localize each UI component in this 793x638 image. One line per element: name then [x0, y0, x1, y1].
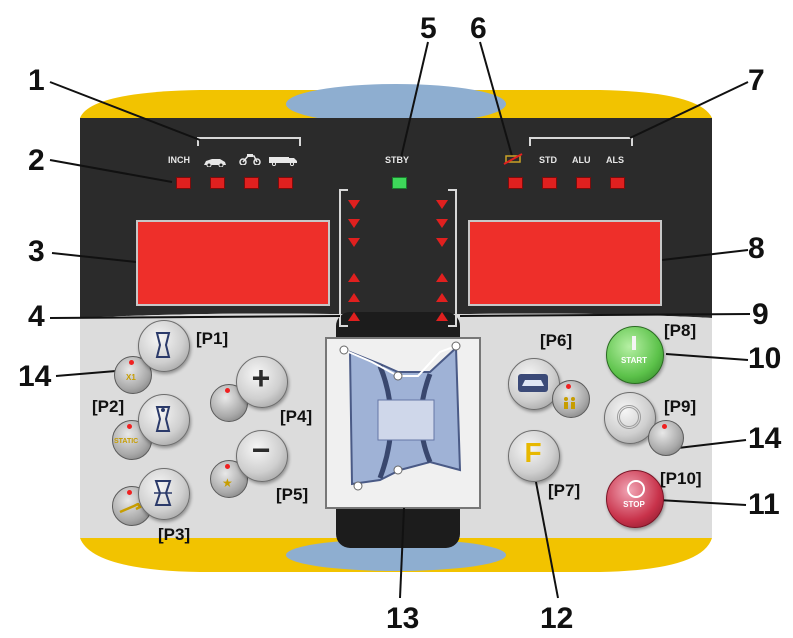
- stop-ring-icon: [627, 480, 645, 498]
- led-weight: [508, 177, 523, 189]
- star-icon: ★: [222, 476, 233, 490]
- x1-led: [129, 360, 134, 365]
- std-label: STD: [539, 155, 557, 165]
- p3-button[interactable]: [138, 468, 190, 520]
- alu-profile-icon: [152, 478, 174, 508]
- wheel-dimension-icon: [154, 330, 172, 360]
- left-up-arrow-1: [348, 273, 360, 282]
- callout-1: 1: [28, 64, 45, 97]
- right-display: [468, 220, 662, 306]
- static-balance-icon: [154, 404, 172, 434]
- x1-label: X1: [126, 373, 136, 382]
- wrench-icon: [118, 502, 142, 514]
- callout-5: 5: [420, 12, 437, 45]
- plus-glyph: +: [251, 360, 271, 396]
- wrench-led: [127, 490, 132, 495]
- p5-label: [P5]: [276, 485, 309, 504]
- people-led: [566, 384, 571, 389]
- p2-label: [P2]: [92, 397, 125, 416]
- right-down-arrow-1: [436, 200, 448, 209]
- p7-label: [P7]: [548, 481, 581, 500]
- minus-glyph: −: [251, 432, 271, 468]
- start-label: START: [620, 356, 648, 365]
- callout-leaders: [49, 41, 751, 599]
- callout-14-left: 14: [18, 360, 52, 393]
- start-bar-icon: [632, 336, 636, 350]
- right-up-arrow-2: [436, 293, 448, 302]
- p1-label: [P1]: [196, 329, 229, 348]
- inch-label: INCH: [168, 155, 190, 165]
- left-down-arrow-3: [348, 238, 360, 247]
- people-icon: [562, 396, 578, 410]
- left-up-arrow-2: [348, 293, 360, 302]
- als-label: ALS: [606, 155, 624, 165]
- p9-label: [P9]: [664, 397, 697, 416]
- truck-icon: [268, 153, 298, 167]
- led-als: [610, 177, 625, 189]
- right-down-arrow-3: [436, 238, 448, 247]
- led-std: [542, 177, 557, 189]
- callout-2: 2: [28, 144, 45, 177]
- callout-3: 3: [28, 235, 45, 268]
- static-led: [127, 424, 132, 429]
- led-stby: [392, 177, 407, 189]
- callout-11: 11: [748, 488, 780, 521]
- car-icon: [202, 154, 228, 168]
- car-profile-icon: [516, 372, 550, 394]
- f-glyph: F: [524, 437, 542, 468]
- start-button[interactable]: [606, 326, 664, 384]
- left-down-arrow-1: [348, 200, 360, 209]
- left-display: [136, 220, 330, 306]
- p8-label: [P8]: [664, 321, 697, 340]
- right-column-bracket: [448, 189, 457, 327]
- alu-label: ALU: [572, 155, 591, 165]
- star-led: [225, 464, 230, 469]
- spin-target-icon: [617, 405, 641, 429]
- p2-button[interactable]: [138, 394, 190, 446]
- static-label: STATIC: [114, 438, 139, 445]
- right-down-arrow-2: [436, 219, 448, 228]
- callout-8: 8: [748, 232, 765, 265]
- p6-label: [P6]: [540, 331, 573, 350]
- weight-disabled-icon: [502, 152, 524, 166]
- callout-4: 4: [28, 300, 45, 333]
- callout-7: 7: [748, 64, 765, 97]
- top-blue-window: [286, 84, 506, 124]
- right-up-arrow-3: [436, 312, 448, 321]
- right-up-arrow-1: [436, 273, 448, 282]
- callout-12: 12: [540, 602, 574, 635]
- stop-button[interactable]: [606, 470, 664, 528]
- p4-plus-button[interactable]: [236, 356, 288, 408]
- p3-label: [P3]: [158, 525, 191, 544]
- led-car: [210, 177, 225, 189]
- led-alu: [576, 177, 591, 189]
- led-inch: [176, 177, 191, 189]
- callout-6: 6: [470, 12, 487, 45]
- left-up-arrow-3: [348, 312, 360, 321]
- p4-label: [P4]: [280, 407, 313, 426]
- callout-10: 10: [748, 342, 782, 375]
- p5-minus-button[interactable]: [236, 430, 288, 482]
- stop-label: STOP: [623, 500, 645, 509]
- callout-9: 9: [752, 298, 769, 331]
- led-truck: [278, 177, 293, 189]
- led-motorcycle: [244, 177, 259, 189]
- p1-button[interactable]: [138, 320, 190, 372]
- people-mini-button[interactable]: [552, 380, 590, 418]
- callout-14-right: 14: [748, 422, 782, 455]
- plus-aux-led: [225, 388, 230, 393]
- p10-label: [P10]: [660, 469, 702, 488]
- left-column-bracket: [339, 189, 348, 327]
- stby-label: STBY: [385, 155, 410, 165]
- callout-13: 13: [386, 602, 420, 635]
- left-down-arrow-2: [348, 219, 360, 228]
- p7-f-button[interactable]: [508, 430, 560, 482]
- motorcycle-icon: [238, 152, 262, 166]
- p9-aux-led: [662, 424, 667, 429]
